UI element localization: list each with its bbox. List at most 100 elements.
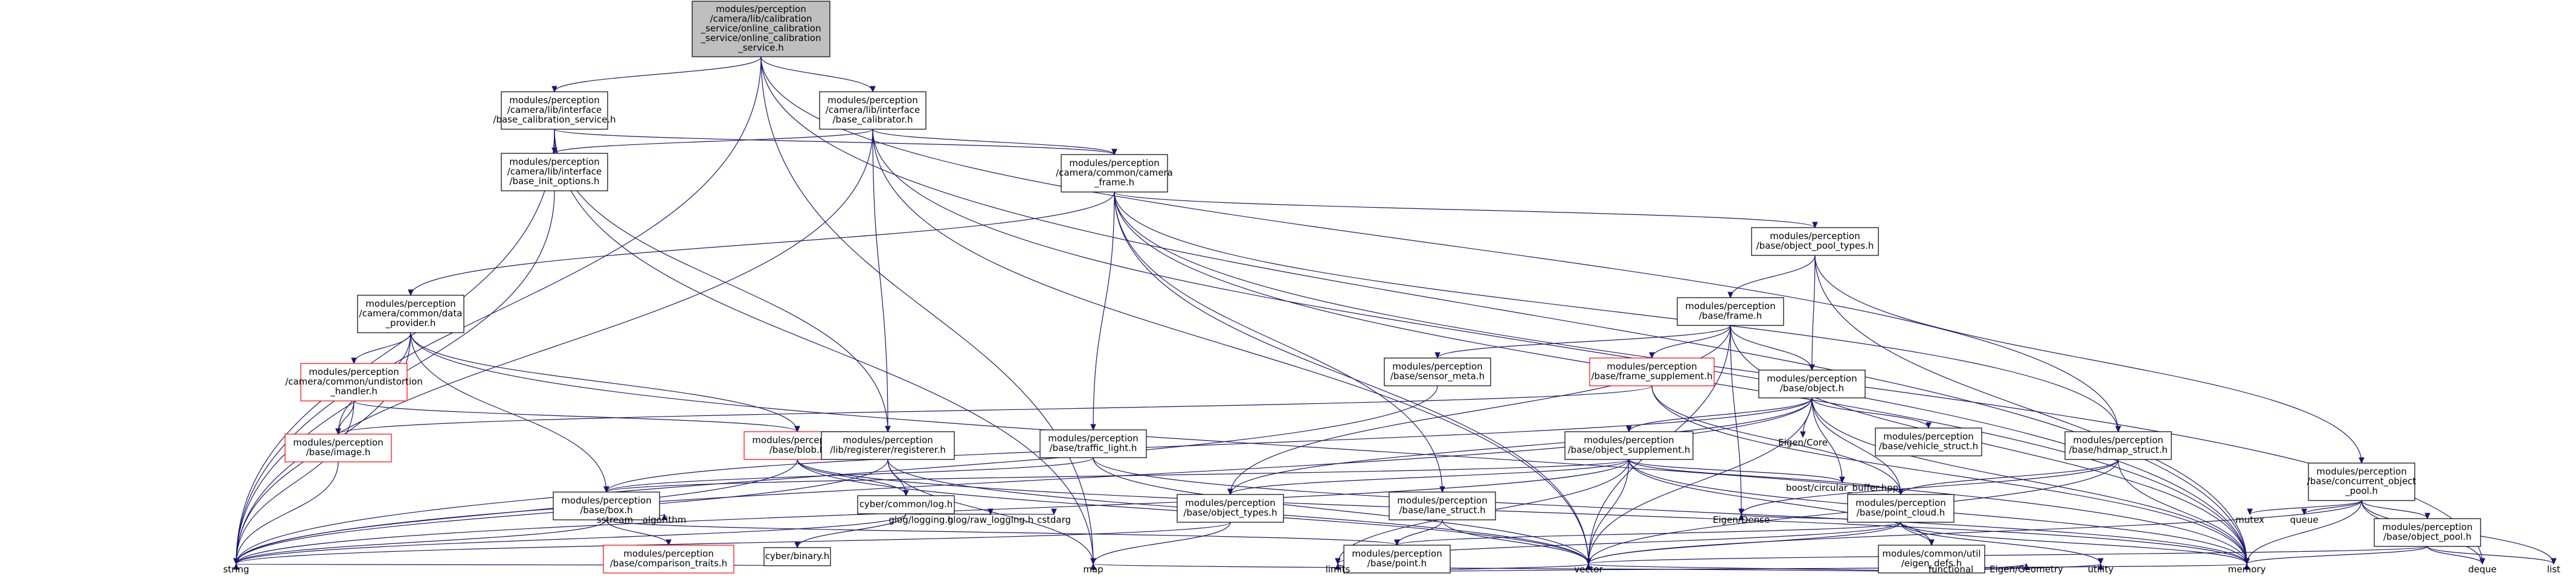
- node-label-line: _service/online_calibration: [701, 33, 821, 44]
- node-label-line: /camera/lib/calibration: [710, 13, 812, 24]
- edge-framesupp-to-memory: [1651, 385, 2247, 564]
- node-label-line: /base/frame.h: [1699, 310, 1762, 321]
- edge-traffic-to-memory: [1093, 457, 2247, 564]
- edge-bcal-to-registerer: [872, 129, 888, 432]
- edge-bcal-to-memory: [872, 129, 2247, 564]
- node-object[interactable]: modules/perception/base/object.h: [1758, 369, 1866, 398]
- node-deque: deque: [2468, 564, 2496, 575]
- node-pointcloud[interactable]: modules/perception/base/point_cloud.h: [1847, 494, 1954, 523]
- node-cstdarg: cstdarg: [1037, 514, 1071, 525]
- edge-root-to-memory: [760, 56, 2247, 564]
- edge-camframe-to-opt: [1114, 191, 1815, 228]
- node-label-line: /base/hdmap_struct.h: [2069, 444, 2168, 456]
- node-box: [2308, 462, 2415, 501]
- node-box: [1847, 494, 1954, 523]
- node-box: [1758, 369, 1866, 398]
- node-list: list: [2547, 564, 2560, 575]
- edge-opt-to-memory: [1814, 255, 2247, 564]
- node-objpool[interactable]: modules/perception/base/object_pool.h: [2374, 518, 2481, 547]
- node-binit[interactable]: modules/perception/camera/lib/interface/…: [501, 153, 608, 191]
- node-box: [284, 433, 392, 462]
- node-camframe[interactable]: modules/perception/camera/common/camera_…: [1056, 154, 1173, 193]
- node-label: Eigen/Dense: [1713, 514, 1770, 525]
- node-comparison[interactable]: modules/perception/base/comparison_trait…: [603, 545, 734, 574]
- edge-bcs-to-string: [236, 129, 555, 564]
- node-box: [763, 547, 831, 566]
- node-sstream: sstream: [597, 514, 633, 525]
- node-dataprov[interactable]: modules/perception/camera/common/data_pr…: [357, 295, 464, 333]
- edge-dataprov-to-blob: [410, 332, 797, 432]
- edge-object-to-objtypes: [1230, 397, 1813, 494]
- node-opt[interactable]: modules/perception/base/object_pool_type…: [1751, 227, 1879, 256]
- node-box: [1875, 427, 1982, 456]
- node-label-line: _service/online_calibration: [701, 23, 821, 34]
- node-label: glog/raw_logging.h: [948, 514, 1033, 526]
- node-concurrent[interactable]: modules/perception/base/concurrent_objec…: [2307, 462, 2417, 501]
- node-label: limits: [1326, 564, 1351, 575]
- node-bcs[interactable]: modules/perception/camera/lib/interface/…: [493, 91, 616, 130]
- edge-frame-to-eigendense: [1730, 325, 1741, 514]
- edge-object-to-vehicle: [1811, 397, 1929, 428]
- node-eigendefs[interactable]: modules/common/util/eigen_defs.h: [1878, 545, 1985, 574]
- node-point[interactable]: modules/perception/base/point.h: [1343, 545, 1451, 574]
- node-label-line: /base/sensor_meta.h: [1390, 371, 1485, 382]
- node-label-line: modules/perception: [1855, 497, 1945, 508]
- node-objsupp[interactable]: modules/perception/base/object_supplemen…: [1564, 431, 1694, 460]
- edge-objpool-to-list: [2427, 546, 2554, 564]
- node-eigencore: Eigen/Core: [1778, 437, 1828, 448]
- node-label-line: modules/common/util: [1882, 548, 1980, 559]
- node-hdmap[interactable]: modules/perception/base/hdmap_struct.h: [2064, 431, 2172, 460]
- edge-bcal-to-vector: [872, 129, 1588, 564]
- node-eigengeom: Eigen/Geometry: [1990, 564, 2063, 575]
- node-lane[interactable]: modules/perception/base/lane_struct.h: [1389, 491, 1496, 520]
- edge-blob-to-log: [797, 459, 906, 496]
- node-root[interactable]: modules/perception/camera/lib/calibratio…: [692, 1, 830, 57]
- node-map: map: [1083, 564, 1103, 575]
- node-label-line: _service.h: [737, 42, 784, 54]
- node-bcal[interactable]: modules/perception/camera/lib/interface/…: [819, 91, 927, 130]
- node-label-line: modules/perception: [1883, 431, 1973, 442]
- edge-objsupp-to-pointcloud: [1628, 459, 1901, 494]
- node-undist[interactable]: modules/perception/camera/common/undisto…: [285, 363, 423, 401]
- node-log[interactable]: cyber/common/log.h: [857, 495, 955, 514]
- edge-opt-to-frame: [1730, 255, 1816, 298]
- node-box[interactable]: modules/perception/base/box.h: [553, 491, 660, 520]
- node-binary[interactable]: cyber/binary.h: [763, 547, 831, 566]
- node-frame[interactable]: modules/perception/base/frame.h: [1677, 297, 1784, 326]
- node-label-line: /camera/common/data: [359, 308, 463, 319]
- edge-frame-to-object: [1730, 325, 1812, 370]
- node-vehicle[interactable]: modules/perception/base/vehicle_struct.h: [1875, 427, 1982, 456]
- node-label: map: [1083, 564, 1103, 575]
- edge-bcal-to-string: [236, 129, 873, 564]
- edge-objpool-to-deque: [2427, 546, 2482, 564]
- node-box: [2064, 431, 2172, 460]
- node-label: functional: [1929, 564, 1974, 575]
- edge-objpool-to-memory: [2247, 546, 2428, 564]
- edge-hdmap-to-memory: [2118, 459, 2247, 564]
- node-box: [553, 491, 660, 520]
- edge-root-to-map: [760, 56, 1093, 564]
- node-sensormeta[interactable]: modules/perception/base/sensor_meta.h: [1384, 357, 1491, 386]
- edge-objtypes-to-string: [236, 522, 1231, 564]
- edge-log-to-binary: [797, 513, 907, 548]
- edge-box-to-point: [606, 519, 1397, 545]
- node-label-line: modules/perception: [1685, 301, 1775, 312]
- node-box: [501, 91, 608, 130]
- node-utility: utility: [2088, 564, 2114, 575]
- node-label-line: /base_init_options.h: [509, 176, 599, 187]
- node-image[interactable]: modules/perception/base/image.h: [284, 433, 392, 462]
- node-algorithm: algorithm: [643, 514, 686, 525]
- node-traffic[interactable]: modules/perception/base/traffic_light.h: [1039, 429, 1147, 458]
- node-box: [501, 153, 608, 191]
- node-registerer[interactable]: modules/perception/lib/registerer/regist…: [821, 431, 955, 460]
- node-label-line: modules/perception: [2382, 522, 2472, 533]
- node-framesupp[interactable]: modules/perception/base/frame_supplement…: [1589, 357, 1715, 386]
- edge-root-to-bcal: [760, 56, 873, 92]
- edge-box-to-comparison: [606, 519, 669, 545]
- edge-root-to-hdmap: [760, 56, 2118, 432]
- node-box: [1343, 545, 1451, 574]
- node-box: [357, 295, 464, 333]
- node-objtypes[interactable]: modules/perception/base/object_types.h: [1177, 494, 1284, 523]
- node-label-line: /base_calibrator.h: [832, 114, 913, 126]
